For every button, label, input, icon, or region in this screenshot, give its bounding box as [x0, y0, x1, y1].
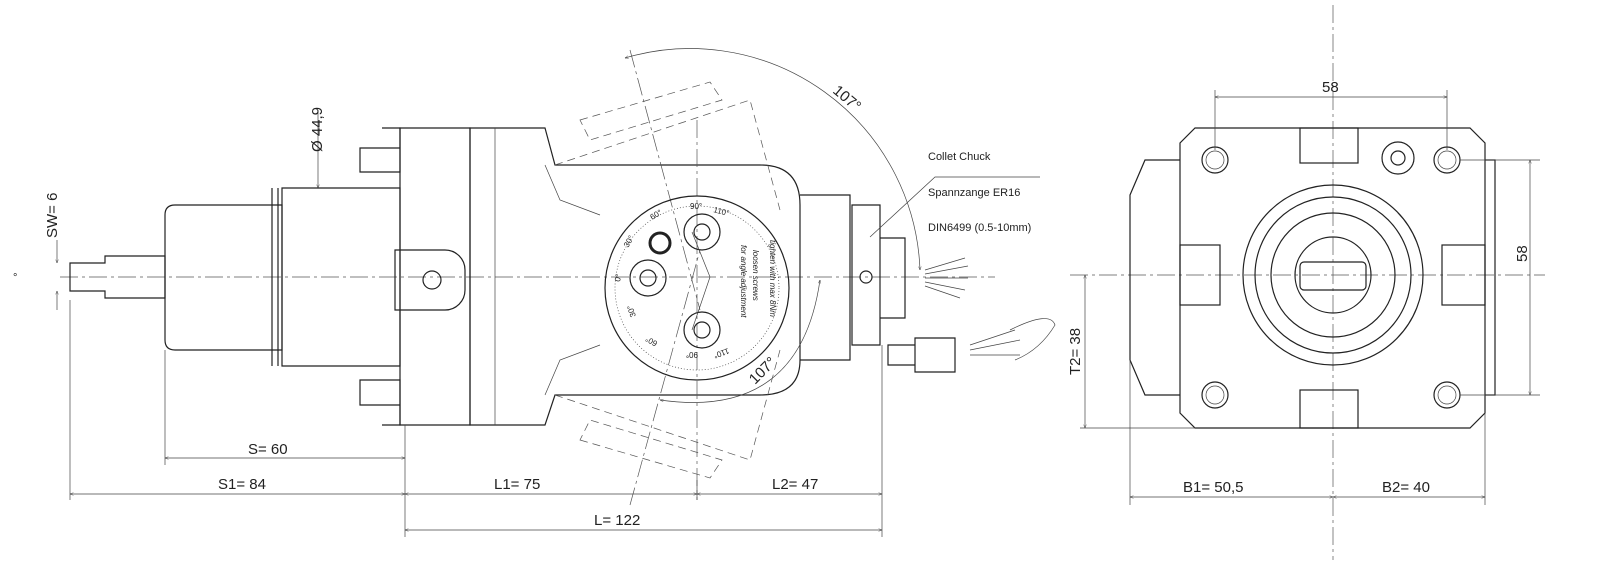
b1-label: B1= 50,5	[1183, 479, 1243, 496]
dial-110: 110°	[712, 205, 730, 218]
l1-label: L1= 75	[494, 476, 540, 493]
height-label: 58	[1514, 245, 1531, 262]
dial-screw-left	[629, 259, 667, 297]
side-block	[1129, 159, 1180, 396]
sw-label: SW= 6	[44, 193, 61, 238]
collet-nut-flange	[851, 204, 881, 346]
diameter-label: Ø 44,9	[309, 107, 326, 152]
spindle-outer	[1242, 184, 1424, 366]
dial-30b: 30°	[625, 304, 638, 318]
flange	[399, 127, 471, 426]
dial-note-1: for angle adjustment	[739, 245, 748, 318]
hex-screw	[422, 270, 442, 290]
body-cylinder	[164, 204, 283, 351]
collet	[880, 237, 906, 319]
tool-bit-icon	[969, 318, 1056, 361]
l2-label: L2= 47	[772, 476, 818, 493]
nose	[800, 194, 851, 361]
lock-block	[394, 249, 466, 311]
right-key	[1441, 244, 1486, 306]
tilt-arc-bottom	[659, 279, 822, 403]
dial-90: 90°	[690, 202, 702, 211]
width-label: 58	[1322, 79, 1339, 96]
tilt-axis-2	[629, 249, 701, 506]
angle-bottom: 107°	[746, 354, 780, 388]
housing-bevel	[544, 164, 601, 396]
flange-lugs	[359, 127, 401, 426]
tilt-range-outline	[554, 99, 781, 461]
dial-60: 60°	[649, 208, 664, 222]
tool-adapter	[887, 337, 956, 373]
dial-note-2: loosen screws	[751, 250, 760, 301]
top-key	[1299, 127, 1359, 164]
tilt-arc-top	[624, 48, 922, 271]
hex-icon	[693, 321, 711, 339]
t2-label: T2= 38	[1067, 328, 1084, 375]
collet-nut	[1270, 212, 1396, 338]
spindle-ring	[1254, 196, 1412, 354]
dial-note-3: tighten with max 8Nm	[768, 240, 777, 317]
left-key	[1179, 244, 1221, 306]
collet-bore	[1294, 236, 1372, 314]
hex-icon	[693, 223, 711, 241]
tilted-flange-ghost	[579, 81, 723, 479]
tool-shank-icon	[924, 257, 969, 299]
dial-30: 30°	[622, 234, 636, 249]
side-edge	[1485, 159, 1496, 396]
dial-0: 0°	[613, 273, 623, 282]
front-view: 58 58 T2= 38 B1= 50,5 B2= 40	[1067, 5, 1545, 560]
collet-label-2: Spannzange ER16	[928, 187, 1020, 199]
side-view: ° 0° 30° 60° 90° 110°	[13, 48, 1056, 537]
dial-60b: 60°	[644, 334, 659, 348]
bottom-key	[1299, 389, 1359, 429]
hex-icon	[639, 269, 657, 287]
dial-110b: 110°	[712, 346, 730, 360]
collet-label-3: DIN6499 (0.5-10mm)	[928, 222, 1031, 234]
leader-line	[869, 176, 1040, 238]
collet-label-1: Collet Chuck	[928, 151, 991, 163]
b2-label: B2= 40	[1382, 479, 1430, 496]
dial-90b: 90°	[686, 350, 698, 359]
dial-screw-top	[683, 213, 721, 251]
drive-slot	[1299, 261, 1367, 291]
s1-label: S1= 84	[218, 476, 266, 493]
mounting-holes	[1201, 141, 1461, 409]
dial-screw-bottom	[683, 311, 721, 349]
dial-notch	[691, 231, 711, 331]
square-flange	[1179, 127, 1486, 429]
nut-hole	[859, 270, 873, 284]
degree-mark: °	[13, 272, 17, 284]
s-label: S= 60	[248, 441, 288, 458]
l-label: L= 122	[594, 512, 640, 529]
pin-icon	[648, 231, 672, 255]
